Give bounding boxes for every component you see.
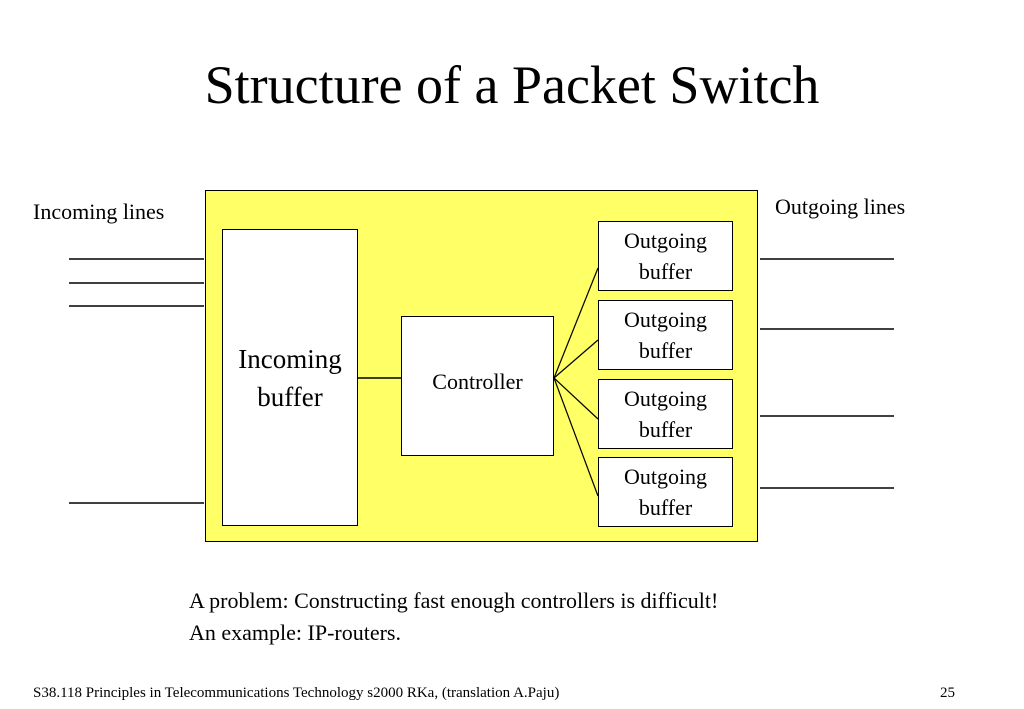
incoming-buffer-label: buffer bbox=[257, 381, 323, 412]
outgoing-buffer-label: buffer bbox=[638, 417, 693, 442]
controller-box: Controller bbox=[401, 316, 554, 456]
incoming-lines-label: Incoming lines bbox=[33, 199, 165, 224]
outgoing-buffer-label: buffer bbox=[638, 495, 693, 520]
outgoing-buffer-box: Outgoing buffer bbox=[598, 457, 733, 527]
controller-label: Controller bbox=[432, 369, 523, 394]
outgoing-buffer-label: buffer bbox=[638, 338, 693, 363]
slide-number: 25 bbox=[940, 685, 955, 701]
caption-line: A problem: Constructing fast enough cont… bbox=[189, 588, 719, 613]
outgoing-buffer-label: Outgoing bbox=[623, 307, 708, 332]
outgoing-lines-label: Outgoing lines bbox=[775, 194, 906, 219]
outgoing-buffer-label: Outgoing bbox=[623, 386, 708, 411]
footer-text: S38.118 Principles in Telecommunications… bbox=[33, 685, 560, 701]
incoming-buffer-box: Incoming buffer bbox=[222, 229, 358, 526]
outgoing-buffer-label: Outgoing bbox=[623, 228, 708, 253]
outgoing-buffer-label: Outgoing bbox=[623, 464, 708, 489]
outgoing-buffer-label: buffer bbox=[638, 259, 693, 284]
caption: A problem: Constructing fast enough cont… bbox=[189, 585, 718, 649]
caption-line: An example: IP-routers. bbox=[189, 620, 401, 645]
outgoing-buffer-box: Outgoing buffer bbox=[598, 221, 733, 291]
slide-title: Structure of a Packet Switch bbox=[204, 55, 820, 115]
outgoing-buffer-box: Outgoing buffer bbox=[598, 300, 733, 370]
incoming-buffer-label: Incoming bbox=[238, 343, 342, 374]
outgoing-buffer-box: Outgoing buffer bbox=[598, 379, 733, 449]
